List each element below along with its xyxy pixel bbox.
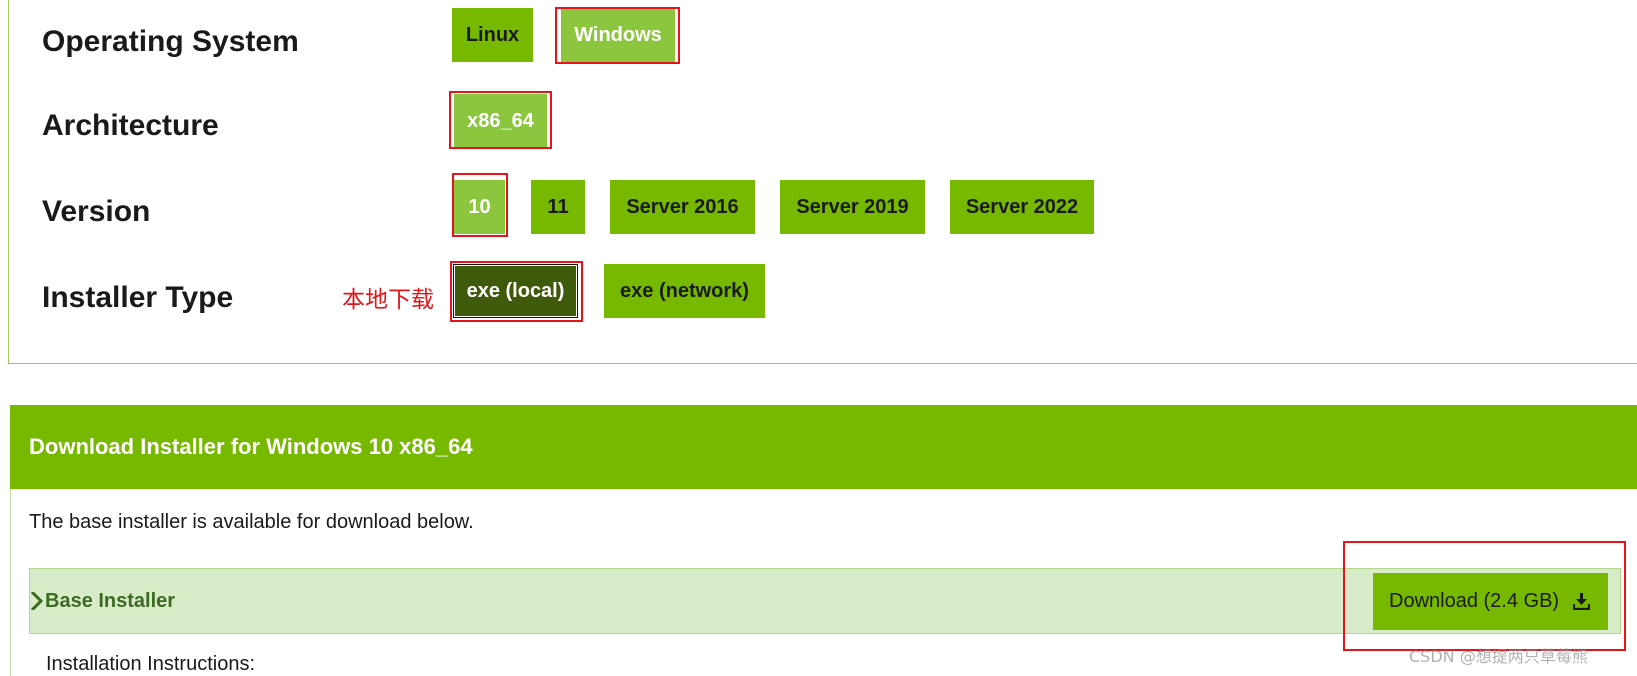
download-title: Download Installer for Windows 10 x86_64: [29, 434, 473, 459]
watermark: CSDN @想提两只草莓熊: [1409, 647, 1588, 666]
installer-option-exe-local[interactable]: exe (local): [453, 264, 578, 318]
chevron-right-icon[interactable]: [30, 590, 44, 612]
os-option-linux[interactable]: Linux: [452, 8, 533, 62]
version-option-11[interactable]: 11: [531, 180, 585, 234]
version-option-10[interactable]: 10: [454, 180, 505, 234]
os-option-windows[interactable]: Windows: [561, 8, 675, 62]
version-option-server-2019[interactable]: Server 2019: [780, 180, 925, 234]
operating-system-label: Operating System: [42, 25, 299, 58]
download-button[interactable]: Download (2.4 GB): [1373, 573, 1608, 630]
installation-instructions-label: Installation Instructions:: [46, 653, 255, 675]
architecture-label: Architecture: [42, 109, 219, 142]
download-header: Download Installer for Windows 10 x86_64: [10, 405, 1637, 489]
installer-type-label: Installer Type: [42, 281, 234, 314]
download-description: The base installer is available for down…: [29, 511, 474, 533]
download-icon: [1573, 593, 1591, 610]
installer-option-exe-network[interactable]: exe (network): [604, 264, 765, 318]
annotation-local-download: 本地下载: [342, 287, 434, 313]
installer-selector-panel: [8, 0, 1637, 364]
version-label: Version: [42, 195, 151, 228]
architecture-option-x86-64[interactable]: x86_64: [454, 94, 547, 148]
download-panel: [10, 489, 1637, 676]
base-installer-row[interactable]: [29, 568, 1621, 634]
download-button-label: Download (2.4 GB): [1389, 590, 1560, 612]
base-installer-label[interactable]: Base Installer: [45, 590, 176, 612]
version-option-server-2016[interactable]: Server 2016: [610, 180, 755, 234]
version-option-server-2022[interactable]: Server 2022: [950, 180, 1094, 234]
